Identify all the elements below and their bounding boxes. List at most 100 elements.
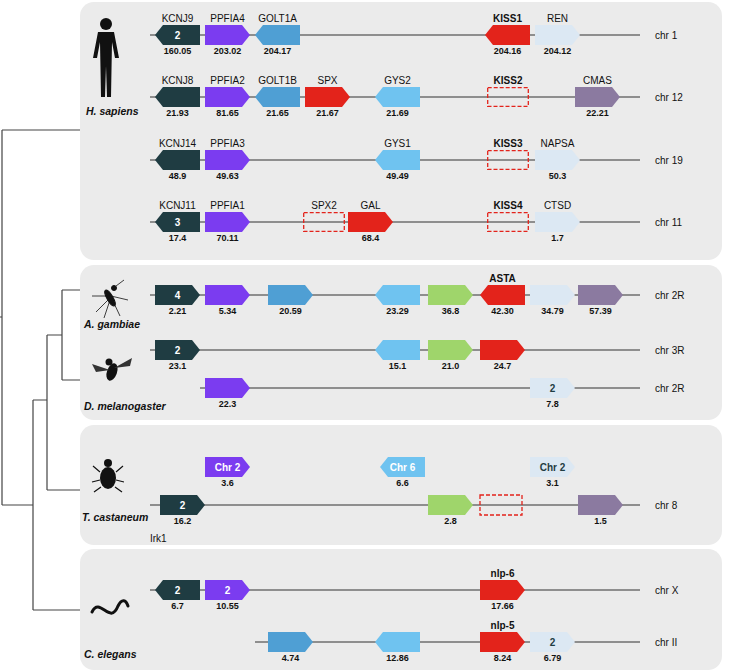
gene-name: GAL: [360, 200, 380, 211]
copy-number: 2: [180, 500, 186, 511]
gene-arrow: 26.79: [530, 632, 575, 652]
missing-gene-box: KISS3: [487, 150, 529, 170]
gene-name: PPFIA4: [210, 13, 244, 24]
missing-gene-box: KISS4: [487, 212, 529, 232]
gene-arrow: PPFIA170.11: [205, 212, 250, 232]
copy-number: 2: [225, 585, 231, 596]
position-value: 48.9: [169, 171, 187, 181]
arrow-fill: [578, 285, 623, 305]
copy-number: 2: [550, 383, 556, 394]
species-panel: T. castaneumChr 23.6Chr 66.6Chr 23.1216.…: [80, 425, 722, 545]
missing-gene-box: [480, 495, 522, 515]
position-value: 21.93: [166, 108, 189, 118]
gene-arrow: GYS221.69: [375, 87, 420, 107]
gene-name: CTSD: [544, 200, 571, 211]
arrow-fill: [205, 25, 250, 45]
arrow-fill: [348, 212, 393, 232]
position-value: 204.17: [264, 46, 292, 56]
arrow-fill: [155, 150, 200, 170]
position-value: 4.74: [282, 653, 300, 663]
species-panels: [80, 2, 722, 670]
gene-shape: [428, 495, 473, 515]
position-value: 3.1: [546, 478, 559, 488]
arrow-fill: [205, 212, 250, 232]
gene-shape: [348, 212, 393, 232]
arrow-fill: [375, 340, 420, 360]
gene-name: KCNJ9: [162, 13, 194, 24]
gene-arrow: CMAS22.21: [575, 87, 620, 107]
arrow-fill: [205, 285, 250, 305]
gene-arrow: 12.86: [375, 632, 420, 652]
gene-arrow: 23.29: [375, 285, 420, 305]
gene-arrow: KCNJ92160.05: [155, 25, 200, 45]
phylogenetic-tree: [0, 130, 80, 610]
gene-arrow: ASTA42.30: [480, 285, 525, 305]
gene-name: KCNJ11: [159, 200, 196, 211]
position-value: 81.65: [216, 108, 239, 118]
gene-shape: [375, 632, 420, 652]
gene-name: GYS2: [384, 75, 411, 86]
dashed-outline: [488, 213, 529, 232]
arrow-fill: [480, 340, 525, 360]
gene-name: NAPSA: [541, 138, 575, 149]
gene-shape: [480, 632, 525, 652]
gene-name: ASTA: [489, 273, 515, 284]
arrow-fill: [375, 150, 420, 170]
gene-arrow: REN204.12: [535, 25, 580, 45]
gene-name: SPX2: [311, 200, 337, 211]
gene-arrow: KCNJ1448.9: [155, 150, 200, 170]
gene-arrow: 4.74: [268, 632, 313, 652]
species-panel: H. sapiensKCNJ92160.05PPFIA4203.02GOLT1A…: [80, 2, 722, 260]
arrow-fill: [575, 87, 620, 107]
arrow-fill: [160, 495, 205, 515]
chromosome-label: chr 2R: [655, 383, 684, 394]
gene-arrow: CTSD1.7: [535, 212, 580, 232]
position-value: 5.34: [219, 306, 237, 316]
gene-arrow: 216.2: [160, 495, 205, 515]
gene-arrow: GYS149.49: [375, 150, 420, 170]
gene-shape: [480, 580, 525, 600]
gene-name: GYS1: [384, 138, 411, 149]
gene-arrow: 1.5: [578, 495, 623, 515]
fly-silhouette: [92, 358, 132, 382]
gene-shape: [305, 87, 350, 107]
gene-shape: [375, 87, 420, 107]
position-value: 70.11: [216, 233, 238, 243]
gene-arrow: 15.1: [375, 340, 420, 360]
chromosome-label: chr 19: [655, 155, 683, 166]
gene-shape: [535, 150, 580, 170]
gene-shape: [155, 87, 200, 107]
arrow-fill: [485, 25, 530, 45]
position-value: 21.65: [266, 108, 289, 118]
gene-arrow: 20.59: [268, 285, 313, 305]
position-value: 1.7: [551, 233, 564, 243]
position-value: 22.3: [219, 399, 237, 409]
position-value: 42.30: [491, 306, 514, 316]
gene-shape: [487, 212, 529, 232]
copy-number: 2: [175, 585, 181, 596]
arrow-fill: [535, 25, 580, 45]
gene-shape: [480, 285, 525, 305]
gene-arrow: 36.8: [428, 285, 473, 305]
gene-shape: [205, 378, 250, 398]
gene-name: KCNJ14: [159, 138, 196, 149]
chromosome-label: chr X: [655, 585, 678, 596]
gene-name: PPFIA1: [210, 200, 244, 211]
gene-arrow: KCNJ821.93: [155, 87, 200, 107]
position-value: 1.5: [594, 516, 607, 526]
arrow-fill: [268, 285, 313, 305]
position-value: 17.4: [169, 233, 187, 243]
arrow-fill: [155, 580, 200, 600]
gene-name: KISS3: [494, 138, 523, 149]
gene-name: SPX: [317, 75, 337, 86]
position-value: 68.4: [362, 233, 380, 243]
gene-shape: [205, 150, 250, 170]
gene-shape: [487, 150, 529, 170]
arrow-fill: [205, 580, 250, 600]
arrow-fill: [428, 340, 473, 360]
gene-label: Irk1: [150, 533, 167, 544]
gene-shape: [375, 150, 420, 170]
species-name: C. elegans: [84, 648, 137, 660]
human-silhouette: [93, 18, 119, 97]
